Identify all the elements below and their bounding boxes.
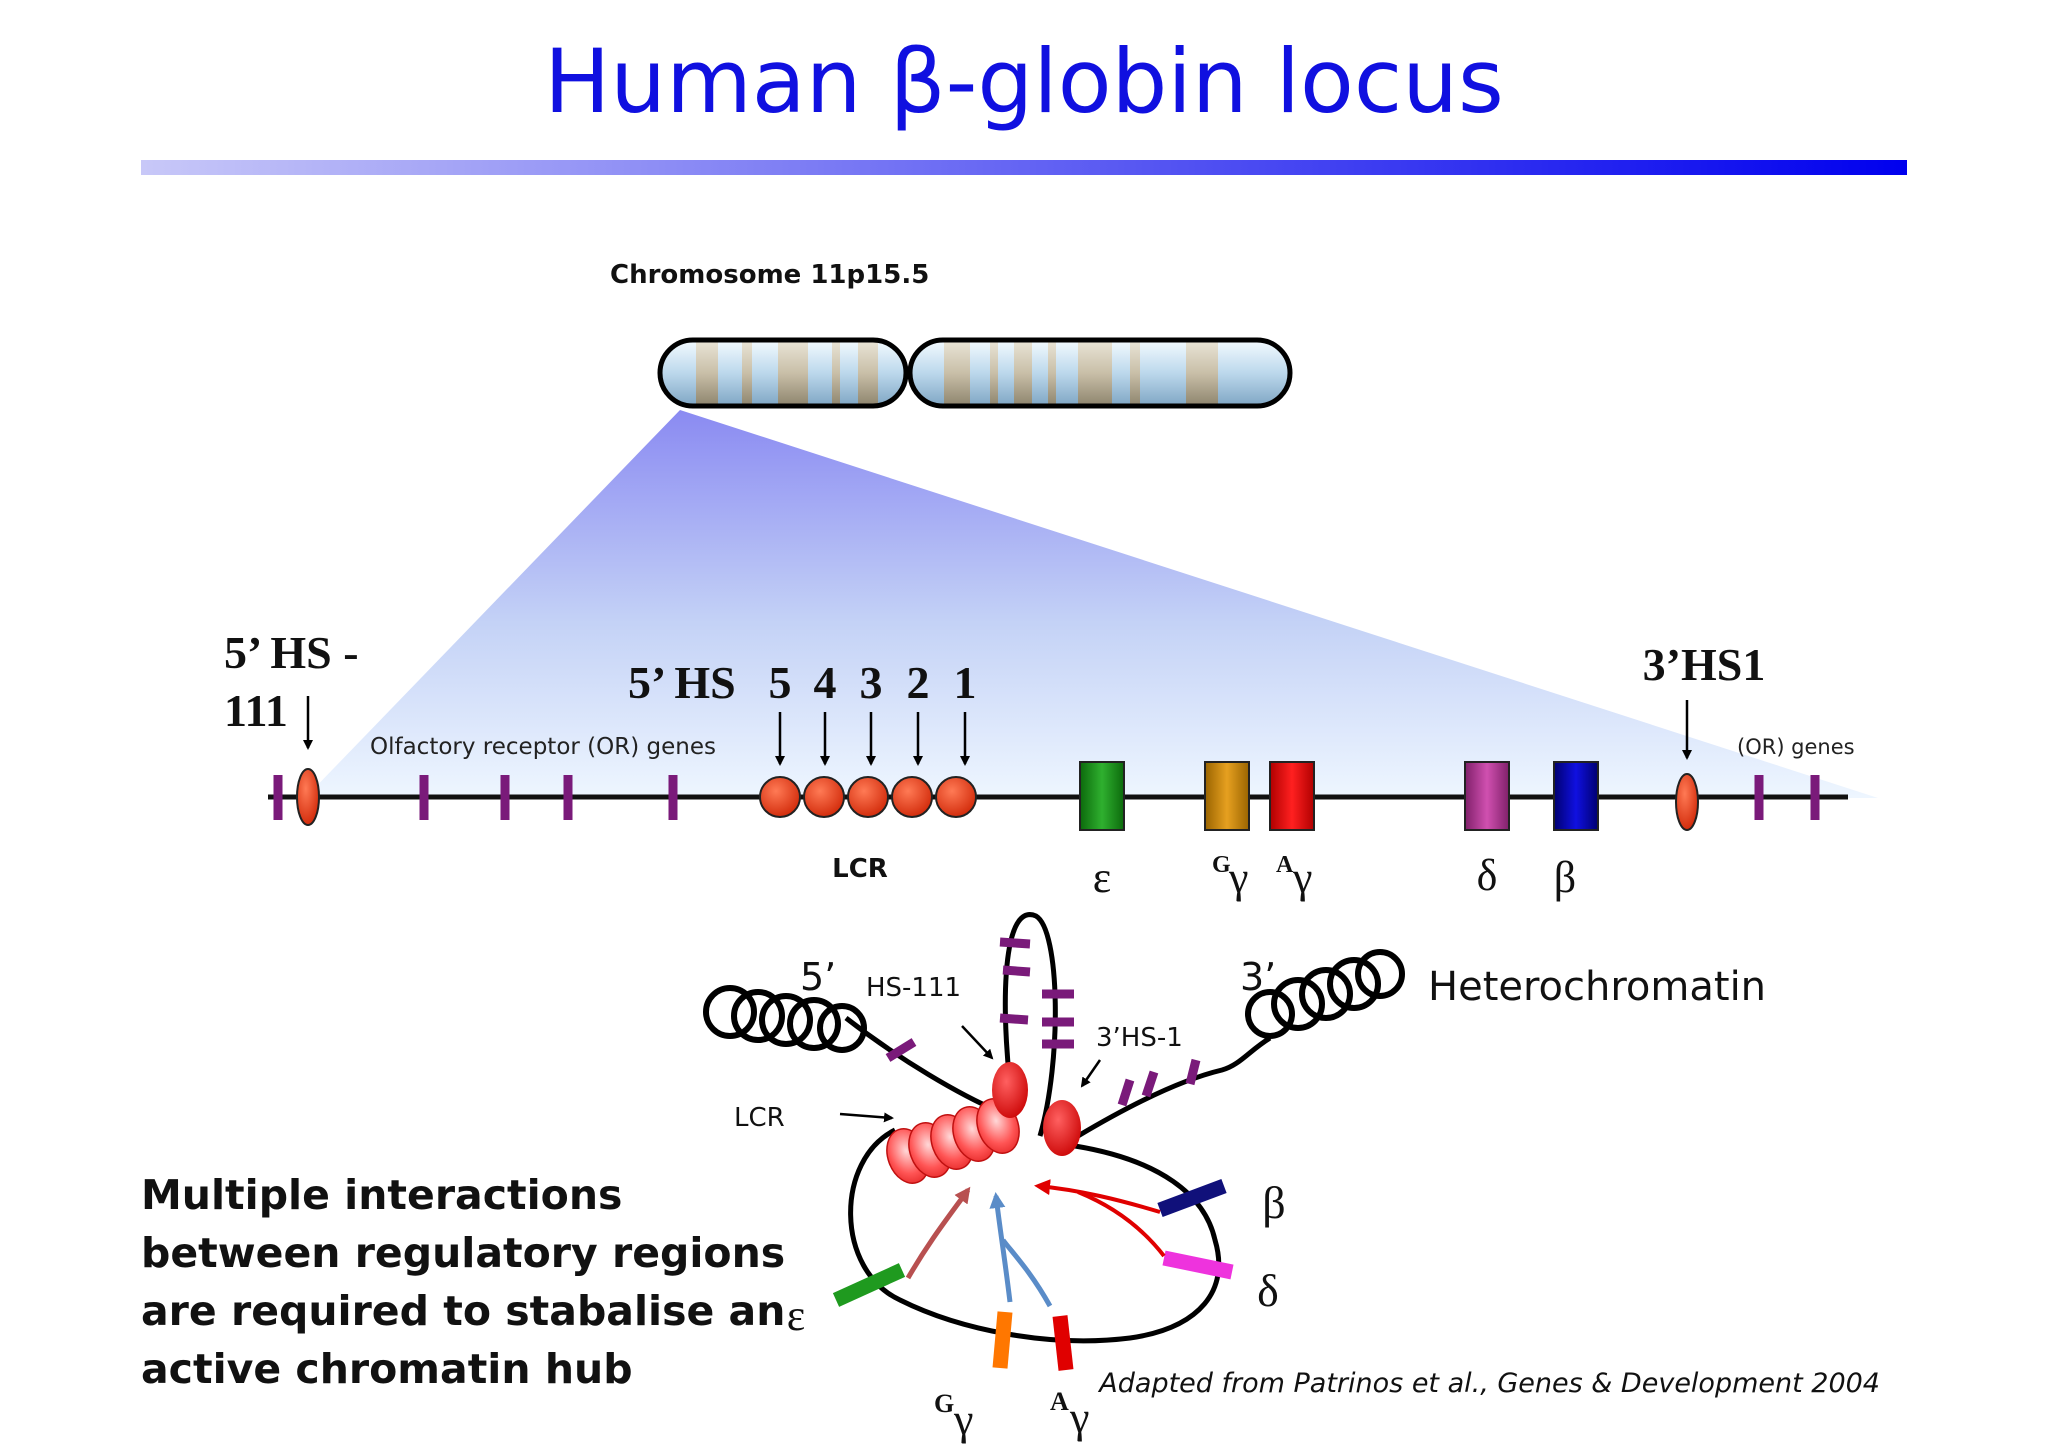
lcr-label: LCR	[832, 854, 888, 884]
hs111-label-line2: 111	[224, 685, 288, 736]
summary-line: Multiple interactions	[141, 1171, 623, 1219]
hs3-label: 3’HS1	[1643, 639, 1766, 690]
hub-a-gamma-prefix: A	[1050, 1387, 1069, 1416]
summary-line: active chromatin hub	[141, 1345, 633, 1393]
title-underline	[141, 160, 1907, 175]
hub-or-ticks	[885, 937, 1201, 1107]
hub-gene-g-gamma	[992, 1311, 1013, 1369]
hs5-label: 5’ HS	[628, 657, 736, 708]
hub-lcr-label: LCR	[734, 1103, 785, 1133]
hs111-label-line1: 5’ HS -	[224, 627, 359, 678]
chromosome-label: Chromosome 11p15.5	[610, 260, 929, 290]
hub-beta-label: β	[1262, 1177, 1285, 1228]
arrow-beta-to-lcr	[1034, 1179, 1161, 1214]
hub-3prime-label: 3’	[1240, 955, 1276, 999]
hub-3prime-arm	[1076, 1035, 1272, 1139]
hub-hs111-site	[992, 1062, 1028, 1118]
gene-beta-label: β	[1554, 853, 1576, 902]
hs-number-3: 3	[860, 657, 883, 708]
hub-tall-loop	[1002, 912, 1058, 1137]
lcr-hs-sites	[759, 776, 977, 818]
hub-hs3-site	[1043, 1100, 1081, 1156]
hub-lcr-beads	[886, 1098, 1020, 1184]
hub-loop	[848, 1127, 1222, 1344]
hub-a-gamma-label: γ	[1069, 1393, 1089, 1442]
lcr-pointer	[839, 1112, 894, 1123]
hs3-pointer	[1080, 1059, 1102, 1088]
hub-hs3-label: 3’HS-1	[1096, 1023, 1183, 1053]
hub-hs111-label: HS-111	[866, 973, 961, 1003]
hub-gene-beta	[1157, 1178, 1227, 1218]
summary-text: Multiple interactions between regulatory…	[141, 1166, 786, 1398]
gene-a-gamma	[1269, 761, 1315, 831]
hub-epsilon-label: ε	[787, 1291, 805, 1340]
hub-delta-label: δ	[1257, 1265, 1279, 1316]
heterochromatin-label: Heterochromatin	[1428, 964, 1766, 1010]
gene-g-gamma	[1204, 761, 1250, 831]
or-gene-ticks	[273, 775, 1820, 820]
gene-beta	[1553, 761, 1599, 831]
hs-number-4: 4	[814, 657, 837, 708]
hub-5prime-label: 5’	[800, 955, 836, 999]
arrow-gamma-branch	[1000, 1238, 1053, 1308]
citation: Adapted from Patrinos et al., Genes & De…	[1097, 1368, 1880, 1399]
hs111-site	[296, 768, 320, 826]
gene-delta-label: δ	[1477, 851, 1498, 900]
chromatin-hub	[703, 912, 1405, 1371]
hub-gene-a-gamma	[1052, 1315, 1074, 1371]
heterochromatin-5prime-coil	[703, 985, 867, 1053]
hs-arrows	[775, 712, 970, 766]
hub-g-gamma-prefix: G	[934, 1389, 954, 1418]
hub-gene-epsilon	[832, 1263, 906, 1307]
summary-line: are required to stabalise an	[141, 1287, 786, 1335]
hub-g-gamma-label: γ	[953, 1395, 973, 1444]
hs-number-1: 1	[954, 657, 977, 708]
gene-a-gamma-prefix: A	[1276, 852, 1294, 878]
or-genes-label: Olfactory receptor (OR) genes	[370, 734, 716, 760]
hs-number-2: 2	[907, 657, 930, 708]
hs3-site	[1675, 773, 1699, 831]
gene-epsilon-label: ε	[1093, 853, 1111, 902]
gene-g-gamma-prefix: G	[1212, 852, 1231, 878]
hub-gene-delta	[1162, 1250, 1234, 1280]
zoom-wedge	[305, 410, 1878, 798]
gene-a-gamma-label: γ	[1292, 853, 1312, 902]
hs111-pointer	[961, 1025, 994, 1060]
heterochromatin-3prime-coil	[1245, 949, 1405, 1039]
arrow-epsilon-to-lcr	[905, 1186, 971, 1280]
gene-delta	[1464, 761, 1510, 831]
hub-5prime-arm	[844, 1016, 1001, 1115]
arrow-delta-to-lcr	[1077, 1190, 1166, 1258]
page-title: Human β-globin locus	[544, 30, 1504, 133]
arrow-gamma-to-lcr	[989, 1192, 1013, 1303]
or-genes-short-label: (OR) genes	[1737, 735, 1855, 759]
gene-epsilon	[1079, 761, 1125, 831]
summary-line: between regulatory regions	[141, 1229, 786, 1277]
chromosome-ideogram	[657, 337, 1293, 409]
hs-number-5: 5	[769, 657, 792, 708]
gene-g-gamma-label: γ	[1228, 853, 1248, 902]
